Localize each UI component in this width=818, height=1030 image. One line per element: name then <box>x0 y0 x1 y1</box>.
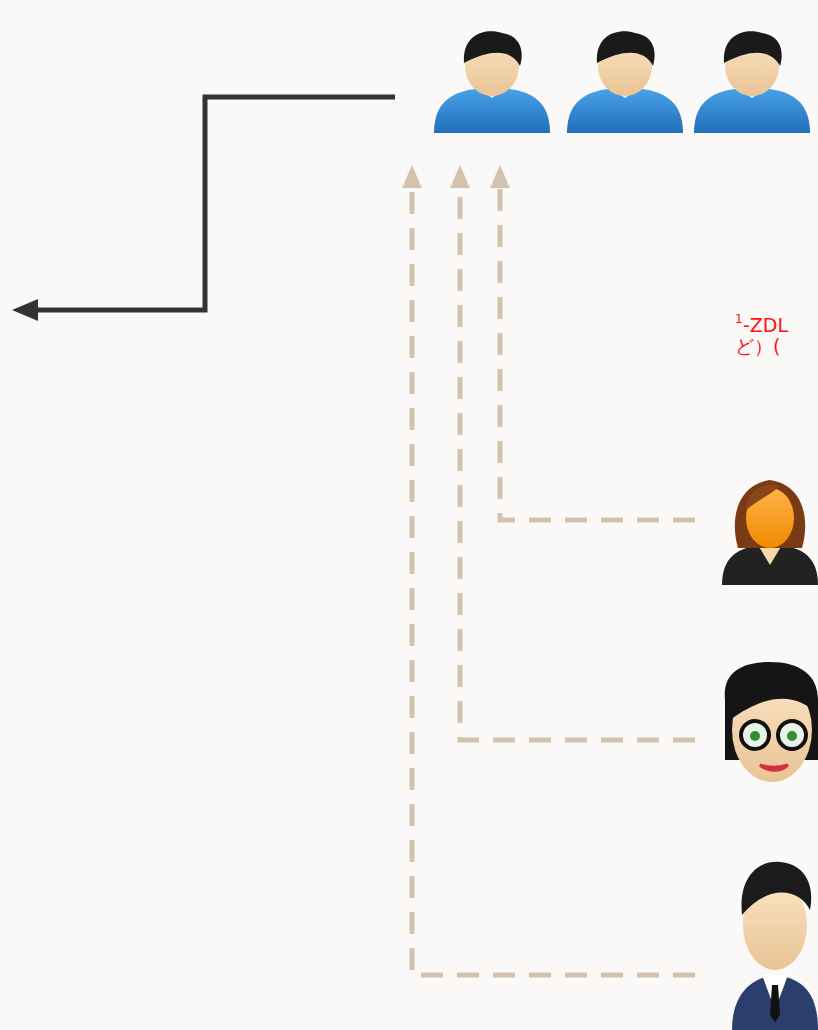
dashed-line <box>500 188 695 520</box>
flow-line <box>36 97 395 310</box>
person-icon <box>725 662 818 782</box>
arrow-head <box>12 299 38 321</box>
dashed-line <box>412 188 695 975</box>
note-text: -ZDL <box>743 315 788 336</box>
user-icon <box>434 31 550 133</box>
person-icon <box>722 480 818 585</box>
arrow-head <box>490 165 510 188</box>
user-icon <box>567 31 683 133</box>
user-icon <box>694 31 810 133</box>
dashed-line <box>460 188 695 740</box>
note-text: ど）( <box>735 336 780 357</box>
person-icon <box>732 862 818 1030</box>
note-text: 1 <box>735 313 743 326</box>
arrow-head <box>402 165 422 188</box>
arrow-head <box>450 165 470 188</box>
